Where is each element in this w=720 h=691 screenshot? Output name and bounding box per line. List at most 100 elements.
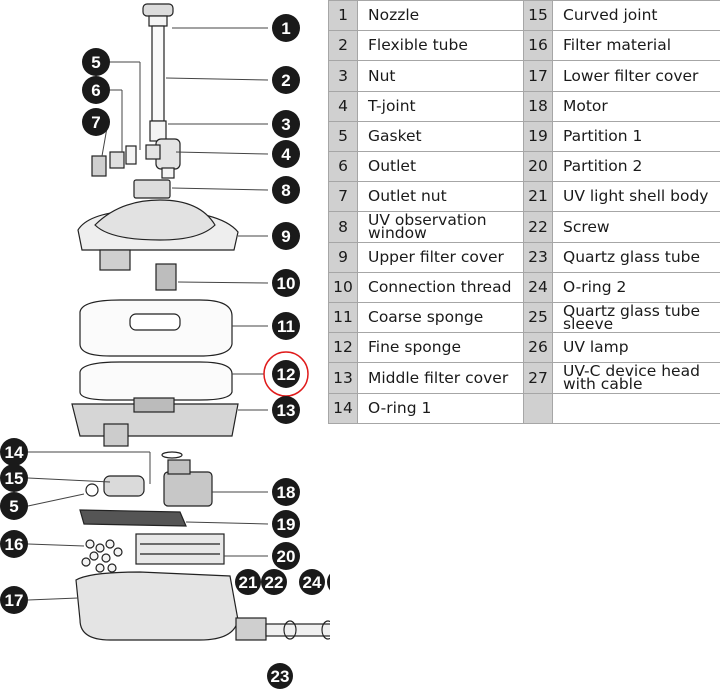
middle-filter-cover-part: [71, 397, 239, 447]
t-joint-part: [145, 120, 181, 179]
callout-10: 10: [272, 269, 300, 297]
part-number: 26: [523, 332, 553, 364]
part-number: 13: [328, 362, 358, 394]
part-number: 5: [328, 120, 358, 153]
svg-text:17: 17: [5, 591, 24, 610]
part-name: UV lamp: [552, 332, 720, 364]
part-number: 3: [328, 60, 358, 92]
part-name: Connection thread: [357, 271, 524, 304]
part-number: 8: [328, 211, 358, 243]
empty-cell: [523, 392, 553, 425]
table-row: 7 Outlet nut 21 UV light shell body: [328, 181, 720, 213]
table-row: 9 Upper filter cover 23 Quartz glass tub…: [328, 241, 720, 273]
svg-text:5: 5: [91, 53, 100, 72]
part-number: 16: [523, 30, 553, 62]
table-row: 4 T-joint 18 Motor: [328, 90, 720, 122]
svg-text:8: 8: [281, 181, 290, 200]
part-name: Curved joint: [552, 0, 720, 32]
gasket-lower-part: [85, 483, 99, 497]
part-name: Screw: [552, 211, 720, 243]
part-number: 24: [523, 271, 553, 304]
curved-joint-part: [103, 475, 145, 497]
part-name: Partition 1: [552, 120, 720, 153]
callout-14: 14: [0, 438, 28, 466]
callout-20: 20: [272, 542, 300, 570]
motor-part: [163, 459, 213, 507]
table-row: 10 Connection thread 24 O-ring 2: [328, 271, 720, 304]
part-name: Motor: [552, 90, 720, 122]
table-row: 8 UV observation window 22 Screw: [328, 211, 720, 243]
o-ring-1-part: [161, 451, 183, 459]
callout-17: 17: [0, 586, 28, 614]
svg-text:16: 16: [5, 535, 24, 554]
part-name: Middle filter cover: [357, 362, 524, 394]
part-number: 22: [523, 211, 553, 243]
connection-thread-part: [155, 263, 177, 291]
svg-text:11: 11: [277, 317, 295, 336]
callout-16: 16: [0, 530, 28, 558]
callout-5-lower: 5: [0, 492, 28, 520]
part-number: 14: [328, 392, 358, 425]
callout-3: 3: [272, 110, 300, 138]
part-name: Fine sponge: [357, 332, 524, 364]
outlet-parts: [91, 145, 137, 177]
callout-13: 13: [272, 396, 300, 424]
part-name: UV-C device head with cable: [552, 362, 720, 394]
table-row: 6 Outlet 20 Partition 2: [328, 151, 720, 183]
part-name: Quartz glass tube sleeve: [552, 302, 720, 334]
upper-filter-cover-part: [77, 199, 239, 271]
part-number: 10: [328, 271, 358, 304]
part-name: UV light shell body: [552, 181, 720, 213]
table-row: 11 Coarse sponge 25 Quartz glass tube sl…: [328, 302, 720, 334]
uv-assembly-part: [235, 617, 330, 641]
svg-text:7: 7: [91, 113, 100, 132]
part-name: Outlet nut: [357, 181, 524, 213]
part-number: 18: [523, 90, 553, 122]
svg-text:18: 18: [277, 483, 296, 502]
svg-text:21: 21: [239, 573, 258, 592]
part-number: 23: [523, 241, 553, 273]
part-number: 9: [328, 241, 358, 273]
part-number: 7: [328, 181, 358, 213]
part-name: Filter material: [552, 30, 720, 62]
flexible-tube-part: [151, 25, 165, 122]
partition-2-part: [135, 533, 225, 565]
callout-badges: 1 2 3 4 5 6 7 8 9 10 11 12 13 14 15 5 16…: [0, 14, 330, 689]
table-row: 5 Gasket 19 Partition 1: [328, 120, 720, 153]
svg-text:14: 14: [5, 443, 24, 462]
svg-text:10: 10: [277, 274, 296, 293]
svg-text:1: 1: [281, 19, 290, 38]
part-number: 19: [523, 120, 553, 153]
part-name: O-ring 2: [552, 271, 720, 304]
callout-23: 23: [267, 663, 293, 689]
callout-25: 25: [327, 573, 330, 591]
svg-text:3: 3: [281, 115, 290, 134]
callout-15: 15: [0, 464, 28, 492]
callout-18: 18: [272, 478, 300, 506]
svg-text:12: 12: [277, 365, 296, 384]
filter-material-part: [81, 539, 123, 573]
part-name: Quartz glass tube: [552, 241, 720, 273]
table-row: 14 O-ring 1: [328, 392, 720, 425]
svg-text:5: 5: [9, 497, 18, 516]
part-name: Gasket: [357, 120, 524, 153]
part-number: 27: [523, 362, 553, 394]
callout-24: 24: [299, 569, 325, 595]
callout-12: 12: [272, 360, 300, 388]
svg-text:4: 4: [281, 145, 291, 164]
parts-list-table: 1 Nozzle 15 Curved joint 2 Flexible tube…: [328, 0, 720, 425]
part-number: 20: [523, 151, 553, 183]
table-row: 12 Fine sponge 26 UV lamp: [328, 332, 720, 364]
part-name: Upper filter cover: [357, 241, 524, 273]
callout-22: 22: [261, 569, 287, 595]
part-number: 4: [328, 90, 358, 122]
part-name: Flexible tube: [357, 30, 524, 62]
exploded-diagram: 1 2 3 4 5 6 7 8 9 10 11 12 13 14 15 5 16…: [0, 3, 330, 689]
svg-text:23: 23: [271, 667, 290, 686]
callout-2: 2: [272, 66, 300, 94]
svg-text:13: 13: [277, 401, 296, 420]
part-name: Outlet: [357, 151, 524, 183]
table-row: 3 Nut 17 Lower filter cover: [328, 60, 720, 92]
part-number: 6: [328, 151, 358, 183]
svg-text:20: 20: [277, 547, 296, 566]
